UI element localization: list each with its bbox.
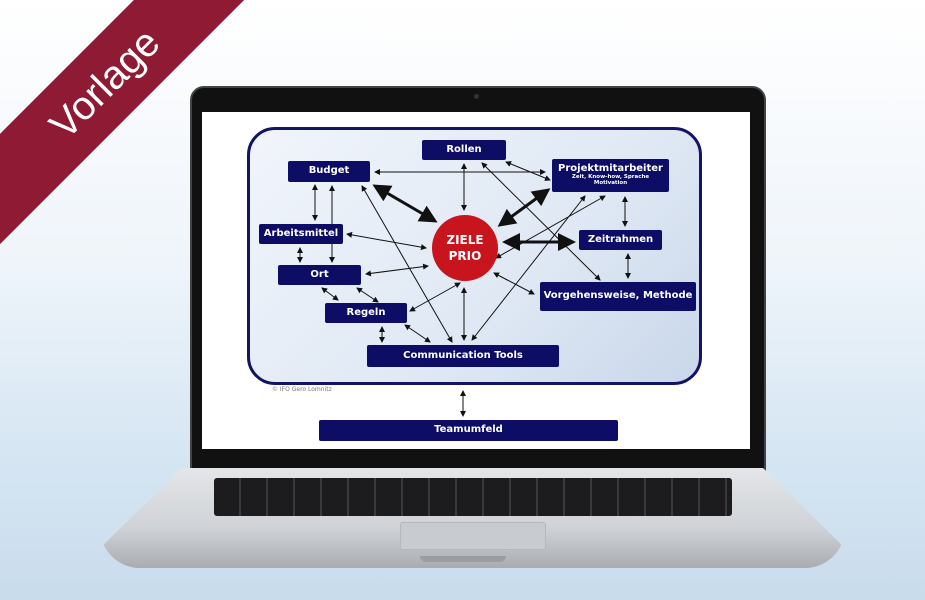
trackpad <box>400 522 546 550</box>
copyright: © IFO Gero Lomnitz <box>272 386 332 393</box>
node-rollen: Rollen <box>422 140 506 160</box>
node-vorgehensweise: Vorgehensweise, Methode <box>540 282 696 311</box>
center-label-2: PRIO <box>448 249 482 263</box>
node-label: Regeln <box>346 306 386 318</box>
node-label: Zeitrahmen <box>587 233 654 245</box>
keyboard <box>214 478 732 516</box>
center-ziele-prio: ZIELE PRIO <box>432 215 498 281</box>
node-zeitrahmen: Zeitrahmen <box>579 230 662 250</box>
node-teamumfeld: Teamumfeld <box>319 420 618 441</box>
camera-icon <box>474 94 479 99</box>
node-label: Rollen <box>446 143 482 155</box>
node-sublabel: Zeit, Know-how, Sprache <box>571 173 650 180</box>
node-label: Communication Tools <box>403 349 523 361</box>
center-label-1: ZIELE <box>446 232 484 247</box>
node-label: Projektmitarbeiter <box>558 163 663 175</box>
lid-notch <box>420 556 506 562</box>
banner-label: Vorlage <box>41 20 169 148</box>
node-sublabel: Motivation <box>593 179 628 186</box>
node-ort: Ort <box>278 265 361 285</box>
node-arbeitsmittel: Arbeitsmittel <box>259 224 343 244</box>
node-label: Ort <box>310 268 329 280</box>
node-budget: Budget <box>288 161 370 182</box>
node-communication-tools: Communication Tools <box>367 345 559 367</box>
node-label: Vorgehensweise, Methode <box>543 290 693 302</box>
node-label: Arbeitsmittel <box>263 227 339 239</box>
node-label: Budget <box>308 165 350 177</box>
node-label: Teamumfeld <box>434 424 503 436</box>
node-regeln: Regeln <box>325 303 407 323</box>
